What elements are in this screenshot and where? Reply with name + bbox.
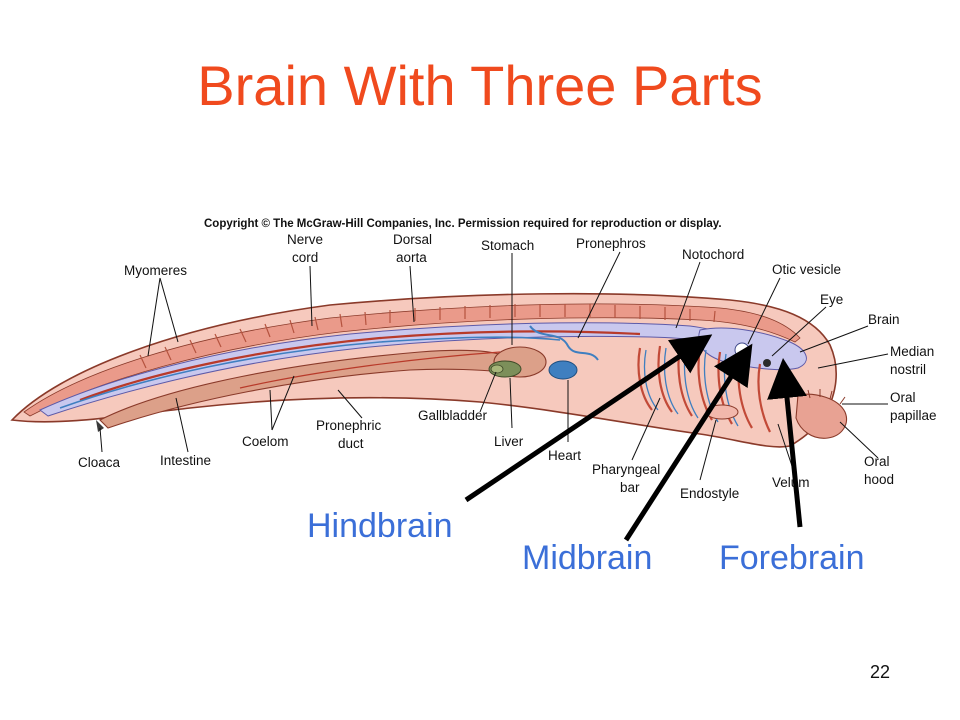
label-eye: Eye bbox=[820, 292, 843, 307]
label-heart: Heart bbox=[548, 448, 581, 463]
midbrain-label: Midbrain bbox=[522, 539, 652, 577]
label-oral-papillae-line2: papillae bbox=[890, 408, 937, 423]
label-brain: Brain bbox=[868, 312, 900, 327]
eye-organ bbox=[763, 359, 771, 367]
label-myomeres: Myomeres bbox=[124, 263, 187, 278]
label-liver: Liver bbox=[494, 434, 524, 449]
label-gallbladder: Gallbladder bbox=[418, 408, 488, 423]
oral-hood bbox=[795, 393, 847, 439]
label-dorsal-aorta-line1: Dorsal bbox=[393, 232, 432, 247]
dorsal-aorta bbox=[79, 330, 641, 402]
label-velum: Velum bbox=[772, 475, 810, 490]
label-pronephros: Pronephros bbox=[576, 236, 646, 251]
gallbladder-organ bbox=[490, 364, 504, 374]
label-endostyle: Endostyle bbox=[680, 486, 739, 501]
oral-papillae bbox=[807, 389, 846, 405]
leader-lines bbox=[99, 251, 889, 481]
label-coelom: Coelom bbox=[242, 434, 289, 449]
label-median-nostril-line2: nostril bbox=[890, 362, 926, 377]
copyright-notice: Copyright © The McGraw-Hill Companies, I… bbox=[204, 218, 722, 230]
larva-body bbox=[10, 292, 847, 448]
pronephric-duct bbox=[239, 351, 501, 389]
label-notochord: Notochord bbox=[682, 247, 744, 262]
midbrain-arrow bbox=[623, 343, 753, 542]
label-otic-vesicle: Otic vesicle bbox=[772, 262, 841, 277]
label-oral-papillae-line1: Oral bbox=[890, 390, 916, 405]
myomere-stripes bbox=[139, 304, 716, 369]
label-nerve-cord-line1: Nerve bbox=[287, 232, 323, 247]
label-intestine: Intestine bbox=[160, 453, 211, 468]
slide-title: Brain With Three Parts bbox=[197, 54, 763, 117]
label-stomach: Stomach bbox=[481, 238, 534, 253]
label-pronephric-duct-line2: duct bbox=[338, 436, 364, 451]
blood-vessel bbox=[59, 336, 561, 409]
label-dorsal-aorta-line2: aorta bbox=[396, 250, 427, 265]
hindbrain-arrow bbox=[464, 334, 713, 503]
cloaca-opening bbox=[96, 420, 104, 432]
label-pharyngeal-bar-line2: bar bbox=[620, 480, 640, 495]
myomere-band bbox=[23, 303, 801, 417]
hindbrain-label: Hindbrain bbox=[307, 507, 453, 545]
label-oral-hood-line2: hood bbox=[864, 472, 894, 487]
pronephros bbox=[529, 325, 599, 361]
label-pharyngeal-bar-line1: Pharyngeal bbox=[592, 462, 660, 477]
forebrain-arrow bbox=[767, 358, 807, 528]
forebrain-label: Forebrain bbox=[719, 539, 865, 577]
heart-organ bbox=[548, 360, 578, 380]
page-number: 22 bbox=[870, 662, 891, 682]
label-median-nostril-line1: Median bbox=[890, 344, 934, 359]
label-pronephric-duct-line1: Pronephric bbox=[316, 418, 382, 433]
label-cloaca: Cloaca bbox=[78, 455, 121, 470]
label-nerve-cord-line2: cord bbox=[292, 250, 318, 265]
label-oral-hood-line1: Oral bbox=[864, 454, 890, 469]
